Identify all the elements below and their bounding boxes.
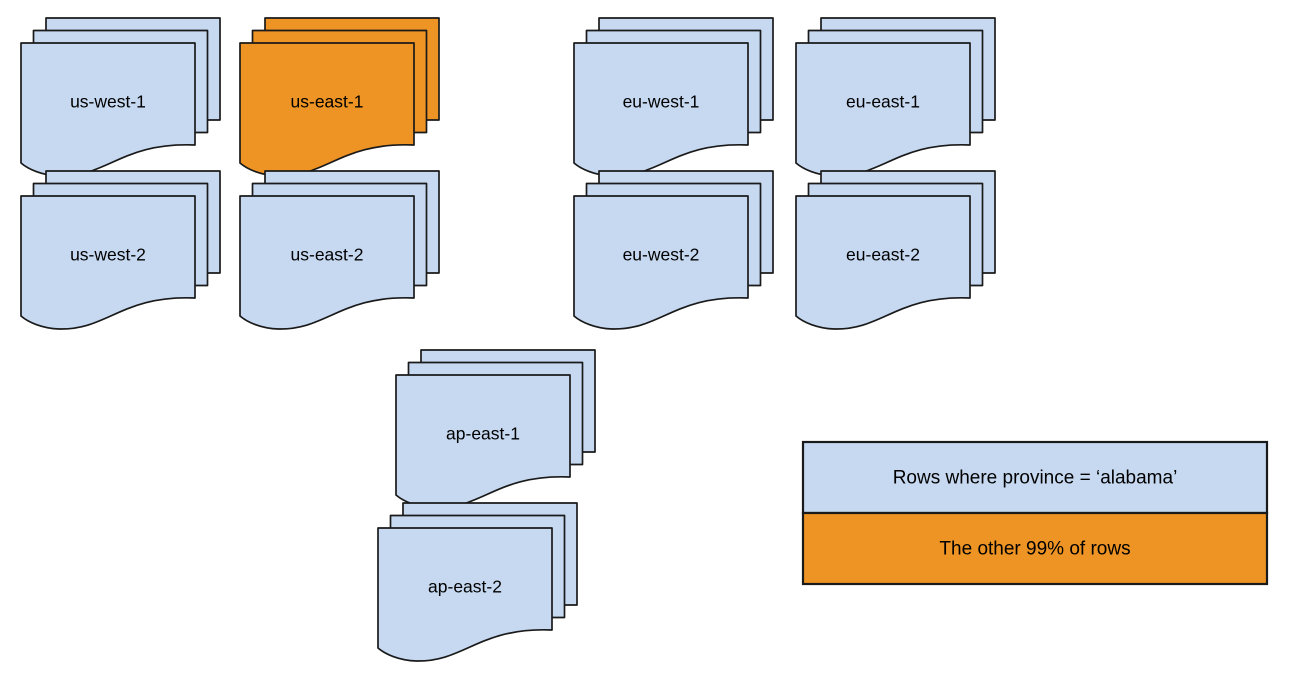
stack-sheet-front <box>377 527 553 662</box>
document-stack-ap-east-2[interactable]: ap-east-2 <box>377 502 578 662</box>
document-stack-us-west-2[interactable]: us-west-2 <box>20 170 221 330</box>
document-stack-ap-east-1[interactable]: ap-east-1 <box>395 349 596 509</box>
document-stack-us-east-1[interactable]: us-east-1 <box>239 17 440 177</box>
legend-swatch-legend-orange <box>801 511 1269 586</box>
document-stack-eu-east-2[interactable]: eu-east-2 <box>795 170 996 330</box>
document-stack-eu-west-1[interactable]: eu-west-1 <box>573 17 774 177</box>
stack-sheet-front <box>573 42 749 177</box>
legend-swatch-legend-blue <box>801 440 1269 515</box>
document-stack-eu-east-1[interactable]: eu-east-1 <box>795 17 996 177</box>
stack-sheet-front <box>20 195 196 330</box>
stack-sheet-front <box>20 42 196 177</box>
document-stack-us-east-2[interactable]: us-east-2 <box>239 170 440 330</box>
stack-sheet-front <box>795 195 971 330</box>
stack-sheet-front <box>239 42 415 177</box>
document-stack-us-west-1[interactable]: us-west-1 <box>20 17 221 177</box>
document-stack-eu-west-2[interactable]: eu-west-2 <box>573 170 774 330</box>
stack-sheet-front <box>239 195 415 330</box>
legend-box: Rows where province = ‘alabama’The other… <box>801 440 1269 586</box>
stack-sheet-front <box>795 42 971 177</box>
stack-sheet-front <box>395 374 571 509</box>
stack-sheet-front <box>573 195 749 330</box>
